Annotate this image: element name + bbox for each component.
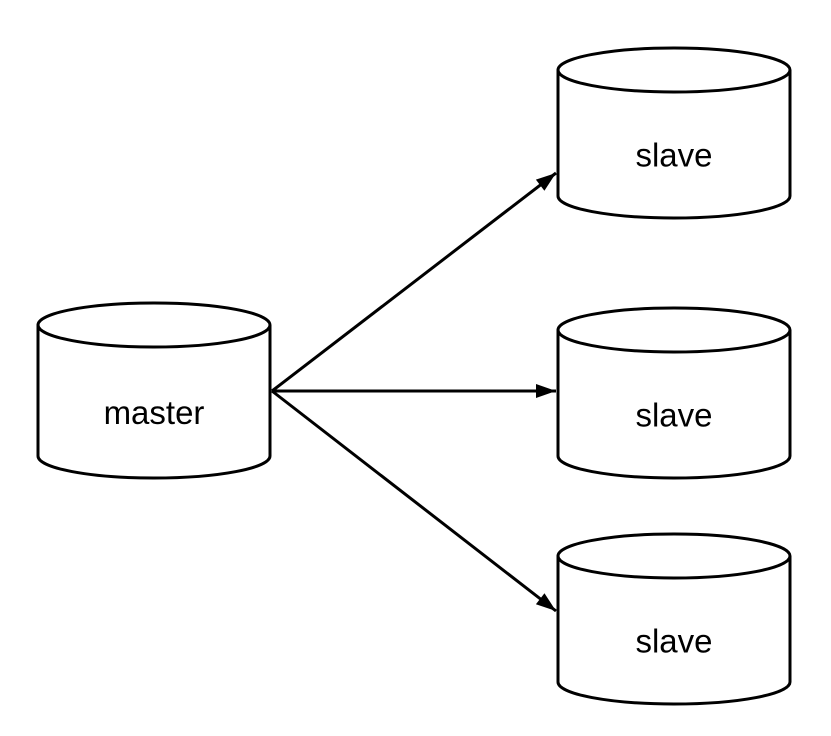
- db-cylinder-body: [556, 532, 792, 706]
- db-cylinder-body: [556, 46, 792, 220]
- db-cylinder-body: [556, 306, 792, 480]
- node-label-slave-1: slave: [635, 137, 712, 174]
- edges-layer: [271, 171, 557, 613]
- db-cylinder-lid-arc: [556, 329, 792, 354]
- edge-master-to-slave-1: [271, 171, 557, 393]
- nodes-layer: master slave slave slave: [36, 46, 792, 706]
- db-cylinder-lid-arc: [556, 69, 792, 94]
- node-label-slave-3: slave: [635, 623, 712, 660]
- db-cylinder-lid-arc: [36, 324, 272, 349]
- db-cylinder-body: [36, 301, 272, 480]
- node-master: master: [36, 301, 272, 480]
- node-slave-1: slave: [556, 46, 792, 220]
- edge-master-to-slave-3: [271, 389, 557, 613]
- node-label-master: master: [104, 394, 205, 431]
- node-label-slave-2: slave: [635, 397, 712, 434]
- db-cylinder-lid-arc: [556, 555, 792, 580]
- node-slave-3: slave: [556, 532, 792, 706]
- node-slave-2: slave: [556, 306, 792, 480]
